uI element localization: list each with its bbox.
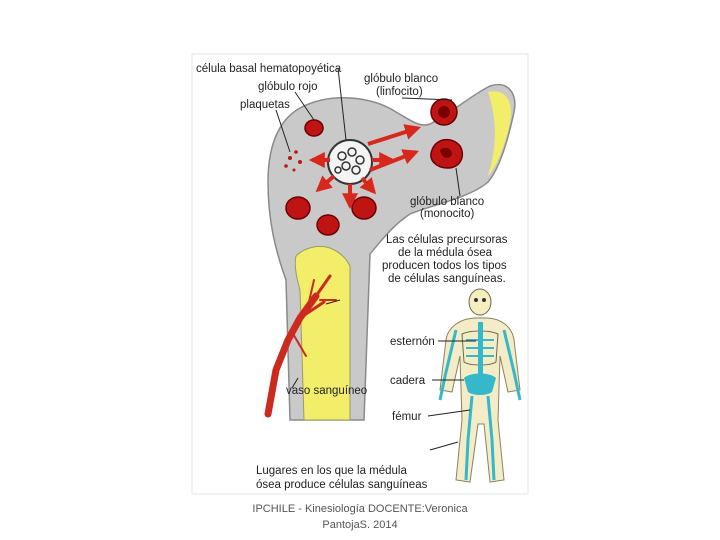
red-cell — [351, 196, 377, 220]
red-cells — [285, 119, 377, 236]
caption-top-line: producen todos los tipos — [382, 260, 507, 272]
label-stem-cell: célula basal hematopoyética — [196, 63, 342, 75]
caption-bottom: Lugares en los que la médula ósea produc… — [256, 465, 428, 491]
caption-top-line: de células sanguíneas. — [388, 273, 506, 285]
skeleton-figure — [438, 288, 522, 483]
label-lymphocyte-2: (linfocito) — [376, 86, 423, 98]
red-cell — [285, 196, 311, 220]
sternum-marrow — [478, 322, 483, 382]
footer: IPCHILE - Kinesiología DOCENTE:Veronica … — [240, 501, 480, 533]
hip-marrow — [464, 373, 496, 395]
label-lymphocyte-1: glóbulo blanco — [364, 73, 438, 85]
label-platelets: plaquetas — [240, 99, 290, 111]
caption-bottom-line: ósea produce células sanguíneas — [256, 479, 428, 491]
lymphocyte — [430, 98, 458, 126]
platelets — [284, 150, 302, 172]
red-cell — [304, 119, 324, 137]
label-hip: cadera — [390, 375, 426, 387]
label-vessel: vaso sanguíneo — [286, 385, 367, 397]
blood-vessel — [264, 274, 337, 418]
monocyte — [430, 138, 464, 169]
caption-bottom-line: Lugares en los que la médula — [256, 465, 407, 477]
label-red-cell: glóbulo rojo — [258, 81, 317, 93]
leader-lines — [275, 67, 461, 389]
footer-line-1: IPCHILE - Kinesiología DOCENTE:Veronica — [252, 503, 468, 515]
footer-line-2: PantojaS. 2014 — [322, 519, 398, 531]
label-monocyte-2: (monocito) — [420, 208, 474, 220]
label-sternum: esternón — [390, 336, 435, 348]
label-monocyte-1: glóbulo blanco — [410, 196, 484, 208]
skeleton-leaders — [427, 340, 476, 451]
differentiation-arrows — [308, 124, 422, 210]
label-femur: fémur — [392, 411, 422, 423]
caption-top-line: Las células precursoras — [386, 234, 508, 246]
red-cell — [316, 214, 340, 236]
caption-top-line: de la médula ósea — [398, 247, 493, 259]
caption-top: Las células precursoras de la médula óse… — [382, 234, 508, 285]
marrow-shaft — [294, 245, 351, 421]
